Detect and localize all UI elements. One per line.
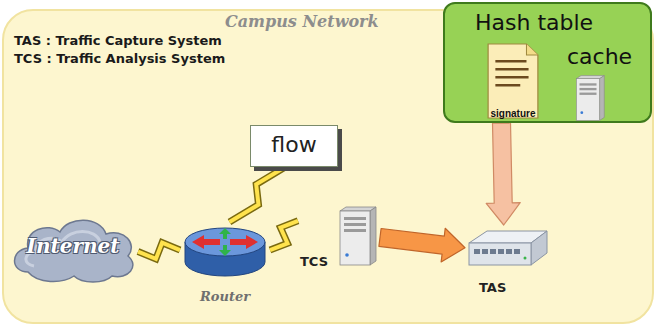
icon-part [469, 243, 531, 265]
tcs-server: TCS [298, 205, 380, 277]
router: Router [180, 222, 270, 307]
flow-callout: flow [250, 125, 338, 167]
icon-part [506, 249, 512, 254]
icon-part [474, 249, 480, 254]
tas-device: TAS [465, 225, 551, 301]
icon-part [488, 44, 538, 118]
icon-part [490, 249, 496, 254]
node-text: Router [200, 289, 250, 304]
icon-part [579, 83, 596, 85]
internet-cloud: Internet [8, 212, 138, 284]
bolt-core [230, 167, 286, 222]
node-text: TAS [479, 280, 506, 295]
text-holder: TCS [300, 251, 328, 270]
icon-part [600, 76, 605, 121]
icon-part [495, 60, 526, 63]
icon-part [344, 223, 366, 226]
node-text: flow [271, 132, 316, 157]
icon-part [495, 68, 528, 71]
bolt-core [138, 243, 180, 259]
node-text: signature [490, 108, 535, 119]
icon-part [370, 207, 376, 265]
node-icon [180, 222, 270, 284]
icon-part [576, 79, 599, 121]
signature-document: signature [485, 42, 541, 120]
text-holder: Router [180, 286, 270, 305]
bolt-outline [270, 221, 298, 250]
text-holder: TAS [479, 277, 506, 296]
node-text: TCS [300, 254, 328, 269]
note-label: TAS : Traffic Capture System [14, 33, 222, 48]
text-holder: cache [567, 44, 632, 69]
icon-part [340, 211, 370, 265]
icon-part [482, 249, 488, 254]
icon-part [514, 249, 520, 254]
icon-part [345, 253, 349, 257]
bolt-outline [138, 243, 180, 259]
text-holder: signature [485, 102, 541, 121]
icon-part [495, 84, 520, 87]
flow-arrow [379, 228, 465, 262]
note-label: TCS : Traffic Analysis System [14, 51, 225, 66]
node-text: Campus Network [225, 12, 379, 31]
node-icon [565, 74, 611, 122]
bolt-core [270, 221, 298, 250]
flow-arrow [486, 123, 520, 225]
icon-part [579, 93, 596, 95]
node-text: Hash table [475, 10, 593, 35]
node-icon [465, 225, 551, 271]
text-holder: Campus Network [225, 12, 379, 31]
icon-part [185, 228, 265, 256]
icon-part [192, 235, 220, 249]
icon-part [524, 257, 527, 260]
icon-part [531, 231, 547, 265]
icon-part [498, 249, 504, 254]
arrow-body [379, 228, 465, 262]
icon-part [230, 235, 258, 249]
icon-part [219, 228, 231, 239]
icon-part [219, 245, 231, 256]
text-holder: Hash table [475, 10, 593, 35]
text-holder: Internet [8, 234, 138, 258]
node-icon [332, 205, 378, 267]
icon-part [344, 229, 366, 232]
icon-part [15, 220, 133, 282]
lightning-link [270, 221, 298, 250]
lightning-link [230, 167, 286, 222]
arrow-body [486, 123, 520, 225]
icon-part [579, 88, 596, 90]
icon-part [344, 217, 366, 220]
icon-part [526, 44, 537, 55]
node-text: cache [567, 44, 632, 69]
icon-part [495, 76, 528, 79]
node-text: Internet [27, 234, 120, 258]
hash-table-box: Hash table cache signature [443, 2, 652, 123]
bolt-outline [230, 167, 286, 222]
lightning-link [138, 243, 180, 259]
icon-part [580, 111, 583, 114]
text-holder: flow [251, 132, 337, 157]
text-holder: TCS : Traffic Analysis System [14, 48, 225, 67]
text-holder: TAS : Traffic Capture System [14, 30, 222, 49]
